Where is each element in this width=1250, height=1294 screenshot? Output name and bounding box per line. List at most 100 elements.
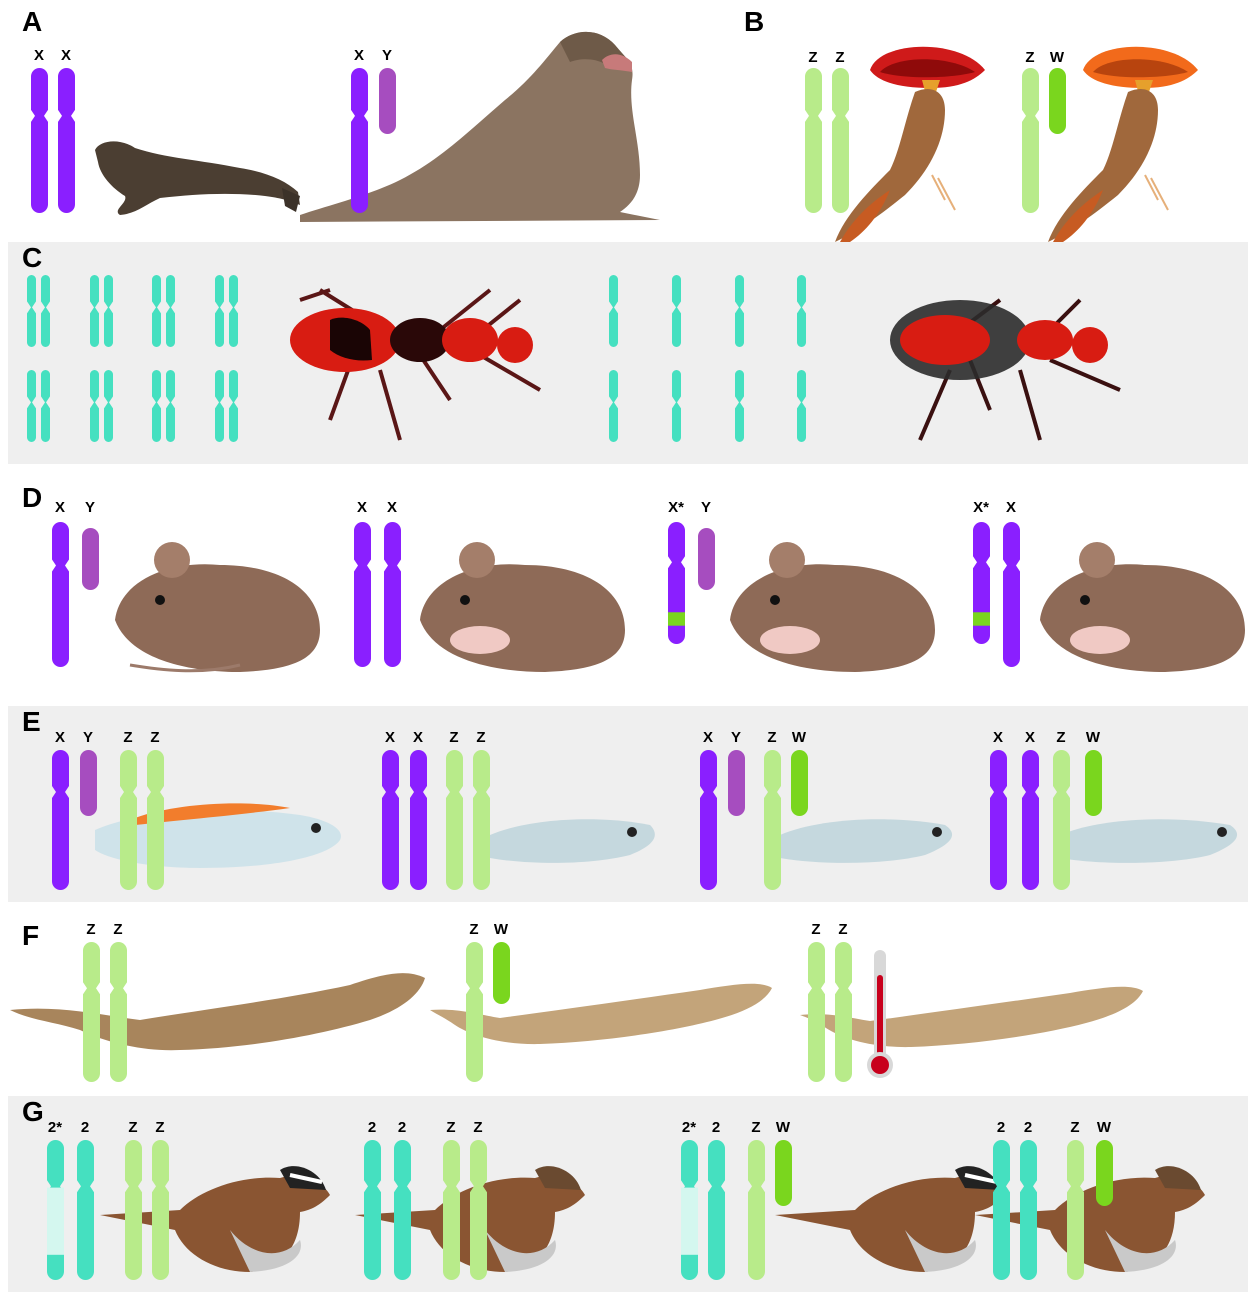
velvet-ant-female-icon <box>290 290 540 440</box>
z-chromosome <box>764 750 781 890</box>
mouse-icon <box>115 542 320 672</box>
y-chromosome <box>82 528 99 590</box>
flycatcher-bird-icon <box>835 47 985 242</box>
cichlid-fish-icon <box>490 819 655 863</box>
chromosome-layer <box>27 68 1113 1280</box>
chromosome-label: Y <box>75 730 101 745</box>
z-chromosome <box>120 750 137 890</box>
x-chromosome <box>31 68 48 213</box>
chromosome-label: Z <box>441 730 467 745</box>
chromosome-label: Y <box>723 730 749 745</box>
chromosome-label: X* <box>663 500 689 515</box>
x-chromosome <box>384 522 401 667</box>
autosome <box>90 370 99 442</box>
chromosome-label: X <box>998 500 1024 515</box>
chromosome-label: 2 <box>1015 1120 1041 1135</box>
w-chromosome <box>1049 68 1066 134</box>
x-chromosome <box>410 750 427 890</box>
w-chromosome <box>493 942 510 1004</box>
autosome <box>609 275 618 347</box>
z-chromosome <box>125 1140 142 1280</box>
chromosome-band <box>973 612 990 625</box>
chromosome-label: Y <box>77 500 103 515</box>
chromosome-label: Z <box>78 922 104 937</box>
chromosome-band <box>47 1188 64 1255</box>
z-chromosome <box>832 68 849 213</box>
x-chromosome <box>382 750 399 890</box>
chromosome-label: Z <box>147 1120 173 1135</box>
mouse-icon <box>420 542 625 672</box>
chromosome-label: Z <box>120 1120 146 1135</box>
chromosome-label: Z <box>1062 1120 1088 1135</box>
chromosome-label: X <box>405 730 431 745</box>
chromosome-2 <box>708 1140 725 1280</box>
chromosome-label: Z <box>115 730 141 745</box>
autosome <box>797 275 806 347</box>
autosome <box>41 370 50 442</box>
x-chromosome <box>1022 750 1039 890</box>
chromosome-label: X <box>985 730 1011 745</box>
autosome <box>229 275 238 347</box>
autosome <box>104 275 113 347</box>
autosome <box>672 370 681 442</box>
autosome <box>215 275 224 347</box>
chromosome-label: 2 <box>72 1120 98 1135</box>
chromosome-label: W <box>770 1120 796 1135</box>
chromosome-label: X <box>1017 730 1043 745</box>
chromosome-2 <box>77 1140 94 1280</box>
chromosome-label: Z <box>830 922 856 937</box>
flycatcher-bird-icon <box>1048 47 1198 242</box>
x-chromosome <box>990 750 1007 890</box>
chromosome-2 <box>1020 1140 1037 1280</box>
chromosome-2-star <box>681 1140 698 1280</box>
bearded-dragon-icon <box>10 973 425 1050</box>
chromosome-label: W <box>1091 1120 1117 1135</box>
x-chromosome <box>1003 522 1020 667</box>
w-chromosome <box>1085 750 1102 816</box>
z-chromosome <box>466 942 483 1082</box>
autosome <box>152 370 161 442</box>
autosome <box>672 275 681 347</box>
chromosome-label: X <box>379 500 405 515</box>
z-chromosome <box>443 1140 460 1280</box>
z-chromosome <box>1022 68 1039 213</box>
chromosome-label: W <box>488 922 514 937</box>
panel-f <box>10 950 1143 1078</box>
x-chromosome <box>700 750 717 890</box>
chromosome-label: 2* <box>42 1120 68 1135</box>
chromosome-2 <box>394 1140 411 1280</box>
chromosome-label: 2* <box>676 1120 702 1135</box>
z-chromosome <box>1067 1140 1084 1280</box>
chromosome-label: X <box>695 730 721 745</box>
z-chromosome <box>470 1140 487 1280</box>
panel-b <box>835 47 1198 242</box>
chromosome-label: Z <box>438 1120 464 1135</box>
x-chromosome <box>351 68 368 213</box>
y-chromosome <box>698 528 715 590</box>
chromosome-band <box>668 612 685 625</box>
chromosome-label: W <box>1080 730 1106 745</box>
autosome <box>735 275 744 347</box>
y-chromosome <box>728 750 745 816</box>
chromosome-label: Z <box>827 50 853 65</box>
chromosome-label: Z <box>743 1120 769 1135</box>
chromosome-label: 2 <box>988 1120 1014 1135</box>
autosome <box>609 370 618 442</box>
autosome <box>215 370 224 442</box>
panel-label-d: D <box>22 484 42 512</box>
panel-c <box>290 290 1120 440</box>
chromosome-label: Z <box>461 922 487 937</box>
chromosome-label: Z <box>759 730 785 745</box>
y-chromosome <box>379 68 396 134</box>
chromosome-label: Y <box>374 48 400 63</box>
chromosome-band <box>681 1188 698 1255</box>
autosome <box>166 275 175 347</box>
chromosome-label: Z <box>803 922 829 937</box>
autosome <box>41 275 50 347</box>
autosome <box>104 370 113 442</box>
z-chromosome <box>152 1140 169 1280</box>
autosome <box>90 275 99 347</box>
chromosome-label: X <box>346 48 372 63</box>
chromosome-2-star <box>47 1140 64 1280</box>
chromosome-label: X <box>349 500 375 515</box>
